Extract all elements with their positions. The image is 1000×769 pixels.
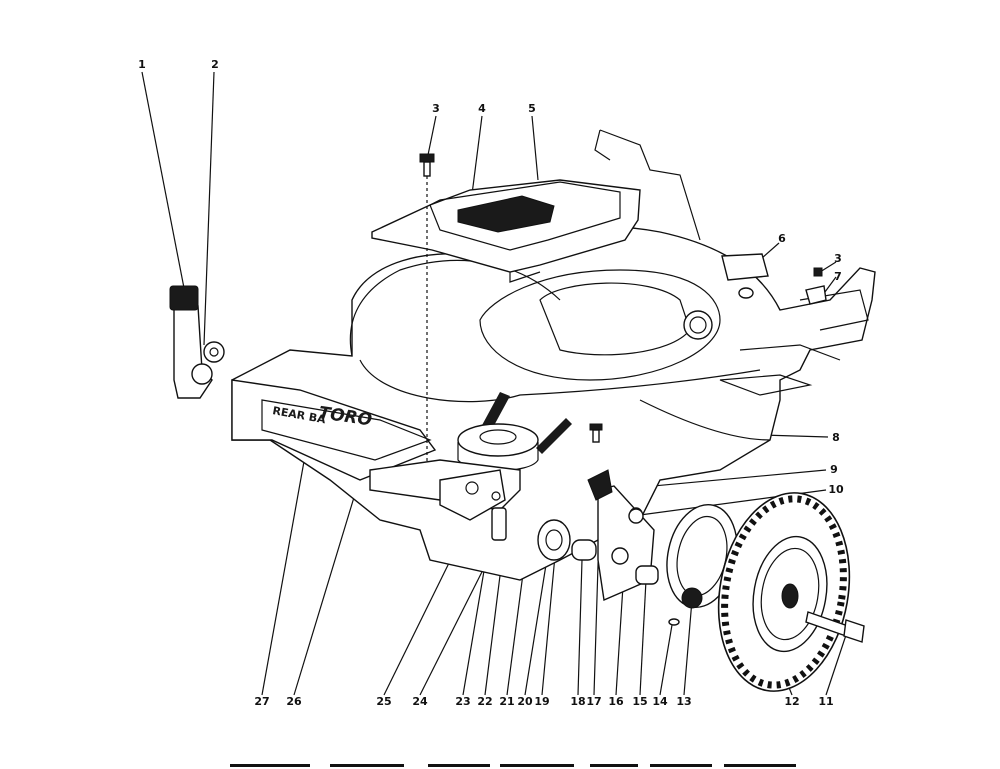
callout-20: 20 bbox=[517, 695, 533, 708]
callout-23: 23 bbox=[455, 695, 470, 708]
drive-pulley-assembly bbox=[457, 392, 572, 472]
callout-18: 18 bbox=[570, 695, 585, 708]
callout-5: 5 bbox=[528, 102, 536, 115]
callout-12: 12 bbox=[784, 695, 799, 708]
callout-22: 22 bbox=[477, 695, 492, 708]
screw-3b bbox=[813, 267, 823, 277]
callout-6: 6 bbox=[778, 232, 786, 245]
part-6 bbox=[721, 253, 769, 281]
callout-2: 2 bbox=[211, 58, 219, 71]
bushing-15 bbox=[635, 565, 659, 585]
callout-16: 16 bbox=[608, 695, 624, 708]
callout-4: 4 bbox=[478, 102, 486, 115]
leader-14 bbox=[659, 624, 673, 696]
callout-1: 1 bbox=[138, 58, 146, 71]
callout-3a: 3 bbox=[432, 102, 440, 115]
axle-bolt bbox=[805, 611, 865, 643]
callout-14: 14 bbox=[652, 695, 668, 708]
callout-3b: 3 bbox=[834, 252, 842, 265]
callout-15: 15 bbox=[632, 695, 647, 708]
callout-17: 17 bbox=[586, 695, 601, 708]
transmission-housing bbox=[369, 459, 521, 541]
leader-2 bbox=[203, 71, 215, 346]
leader-3b bbox=[819, 261, 837, 273]
leader-1 bbox=[141, 71, 185, 289]
rear-flap: TORO REAR BA bbox=[231, 379, 437, 481]
callout-13: 13 bbox=[676, 695, 691, 708]
part-14 bbox=[668, 618, 680, 626]
callout-8: 8 bbox=[832, 431, 840, 444]
callout-25: 25 bbox=[376, 695, 391, 708]
callout-10: 10 bbox=[828, 483, 844, 496]
leader-15 bbox=[639, 579, 647, 696]
nut-10 bbox=[628, 508, 644, 524]
leader-18 bbox=[577, 559, 583, 696]
callout-9: 9 bbox=[830, 463, 838, 476]
leader-27 bbox=[261, 427, 311, 696]
screw-3a bbox=[419, 153, 435, 177]
cropped-footer bbox=[230, 764, 796, 767]
callout-26: 26 bbox=[286, 695, 302, 708]
leader-3a bbox=[427, 115, 437, 156]
part-7 bbox=[805, 285, 827, 305]
engine-cover bbox=[371, 179, 641, 283]
leader-11 bbox=[825, 634, 847, 696]
callout-11: 11 bbox=[818, 695, 833, 708]
bearing-19-20 bbox=[537, 519, 571, 561]
callout-19: 19 bbox=[534, 695, 549, 708]
callout-7: 7 bbox=[834, 270, 842, 283]
leader-19 bbox=[541, 544, 557, 696]
callout-labels: 1 2 3 4 5 6 3 7 8 9 10 27 26 25 24 23 22… bbox=[138, 58, 844, 708]
screw-8 bbox=[589, 423, 603, 443]
callout-24: 24 bbox=[412, 695, 428, 708]
callout-21: 21 bbox=[499, 695, 514, 708]
leader-13 bbox=[683, 599, 693, 696]
callout-27: 27 bbox=[254, 695, 269, 708]
height-adjuster-assembly bbox=[169, 285, 225, 399]
leader-5 bbox=[531, 115, 539, 181]
leader-6 bbox=[761, 242, 780, 259]
